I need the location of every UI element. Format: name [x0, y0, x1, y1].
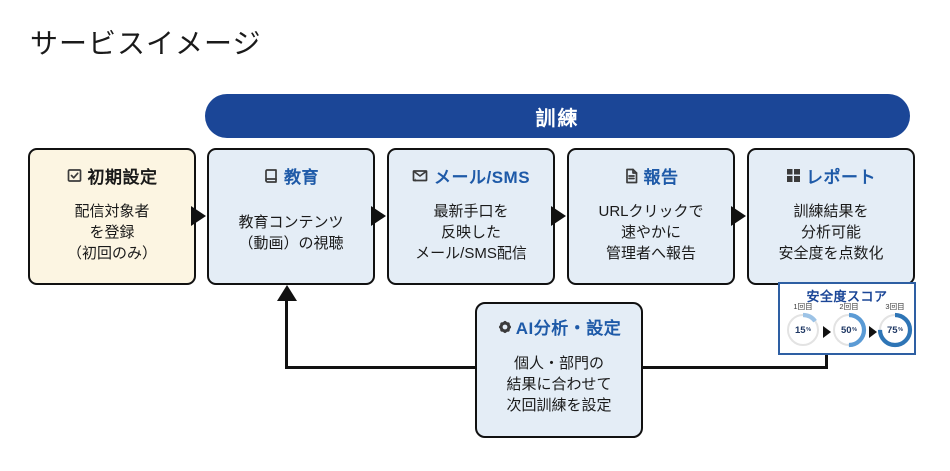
flow-box-initial-setup: 初期設定 配信対象者 を登録 （初回のみ） [28, 148, 196, 285]
flow-box-body: 教育コンテンツ （動画）の視聴 [238, 213, 344, 252]
flow-arrow-icon [191, 206, 206, 226]
arrow-right-icon [869, 326, 877, 338]
flow-box-title: メール/SMS [389, 163, 553, 188]
donut-gauge-icon: 50% [831, 312, 867, 348]
score-gauge: 1回目 15% [784, 302, 822, 348]
feedback-arrow-up-icon [277, 285, 297, 301]
ai-analysis-box: AI分析・設定 個人・部門の 結果に合わせて 次回訓練を設定 [475, 302, 643, 438]
flow-box-body: 訓練結果を 分析可能 安全度を点数化 [778, 203, 884, 262]
flow-box-title: 教育 [209, 163, 373, 188]
training-banner: 訓練 [205, 94, 910, 138]
flow-box-body: 最新手口を 反映した メール/SMS配信 [415, 203, 527, 262]
safety-score-title: 安全度スコア [806, 289, 888, 304]
ai-box-body: 個人・部門の 結果に合わせて 次回訓練を設定 [506, 355, 612, 414]
mail-icon [412, 168, 429, 184]
flow-box-title: 報告 [569, 163, 733, 188]
feedback-line-vertical-right [825, 344, 828, 368]
grid-icon [786, 168, 801, 183]
arrow-right-icon [823, 326, 831, 338]
score-gauge: 2回目 50% [830, 302, 868, 348]
checkbox-icon [67, 168, 83, 184]
flow-box-title: レポート [749, 163, 913, 188]
training-banner-label: 訓練 [535, 107, 580, 130]
gear-icon [497, 319, 513, 335]
page-title: サービスイメージ [30, 28, 262, 59]
flow-box-title: 初期設定 [30, 163, 194, 188]
flow-box-report: 報告 URLクリックで 速やかに 管理者へ報告 [567, 148, 735, 285]
score-gauge: 3回目 75% [876, 302, 914, 348]
flow-arrow-icon [551, 206, 566, 226]
ai-box-title: AI分析・設定 [477, 314, 641, 339]
safety-score-panel: 安全度スコア 1回目 15% 2回目 50% [778, 282, 916, 355]
flow-arrow-icon [371, 206, 386, 226]
donut-gauge-icon: 75% [877, 312, 913, 348]
book-icon [263, 168, 279, 184]
flow-box-mail-sms: メール/SMS 最新手口を 反映した メール/SMS配信 [387, 148, 555, 285]
flow-box-education: 教育 教育コンテンツ （動画）の視聴 [207, 148, 375, 285]
flow-box-analytics-report: レポート 訓練結果を 分析可能 安全度を点数化 [747, 148, 915, 285]
flow-box-body: 配信対象者 を登録 （初回のみ） [66, 203, 157, 262]
flow-arrow-icon [731, 206, 746, 226]
flow-box-body: URLクリックで 速やかに 管理者へ報告 [598, 203, 704, 262]
donut-gauge-icon: 15% [785, 312, 821, 348]
document-icon [624, 168, 639, 184]
feedback-line-vertical-left [285, 297, 288, 368]
